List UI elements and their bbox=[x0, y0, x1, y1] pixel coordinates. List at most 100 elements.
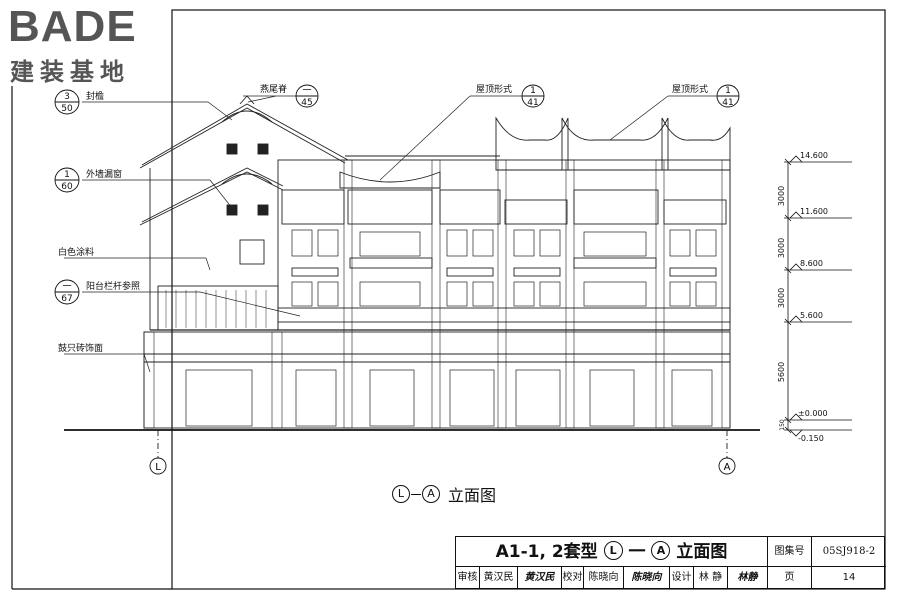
title-dash: 一 bbox=[628, 542, 646, 562]
axis-label-l: L bbox=[155, 462, 161, 473]
design-name: 林 静 bbox=[694, 567, 728, 589]
review-label: 审核 bbox=[456, 567, 480, 589]
caption-dash bbox=[411, 493, 421, 495]
lower-ridge bbox=[221, 173, 273, 185]
callout-roof1-num: 1 bbox=[530, 86, 536, 96]
callout-balcony-label: 阳台栏杆参照 bbox=[86, 280, 140, 292]
lattice-window bbox=[257, 204, 269, 216]
callout-ridge-num: 一 bbox=[302, 86, 311, 96]
review-name: 黄汉民 bbox=[480, 567, 518, 589]
signature-row: 审核 黄汉民 黄汉民 校对 陈晓向 陈晓向 设计 林 静 林静 页 14 bbox=[456, 567, 886, 589]
roof-band-1 bbox=[281, 189, 345, 225]
page-label: 页 bbox=[768, 567, 812, 589]
callout-lattice-den: 60 bbox=[61, 182, 73, 192]
dim-3000-low: 3000 bbox=[777, 288, 786, 308]
balcony-rail-3a bbox=[349, 257, 433, 269]
axis-bubble-a bbox=[718, 457, 736, 475]
callout-ridge-den: 45 bbox=[301, 98, 312, 108]
bade-logo-word: BADE bbox=[8, 2, 137, 51]
curved-roof-1 bbox=[339, 171, 441, 189]
floor2-windows bbox=[291, 281, 717, 307]
design-label: 设计 bbox=[670, 567, 694, 589]
check-signature: 陈晓向 bbox=[624, 567, 670, 589]
elev-neg0150: -0.150 bbox=[798, 434, 824, 443]
main-facade bbox=[277, 159, 731, 331]
lower-gable bbox=[139, 171, 284, 226]
dim-3000-top: 3000 bbox=[777, 186, 786, 206]
lattice-window bbox=[257, 143, 269, 155]
dim-150: 150 bbox=[779, 419, 786, 431]
elev-0000: ±0.000 bbox=[798, 409, 828, 418]
balcony-rail-3b bbox=[573, 257, 657, 269]
title-block-title: A1-1, 2套型 L 一 A 立面图 bbox=[456, 537, 768, 567]
roof-band-2 bbox=[347, 189, 433, 225]
atlas-number-value: 05SJ918-2 bbox=[812, 537, 886, 567]
axis-label-a: A bbox=[724, 462, 731, 473]
callout-roof2-label: 屋顶形式 bbox=[672, 83, 708, 95]
callout-balcony-num: 一 bbox=[62, 282, 71, 292]
check-name: 陈晓向 bbox=[584, 567, 624, 589]
ground-floor bbox=[143, 331, 731, 429]
leader-lines bbox=[64, 95, 720, 373]
upper-gable-eave bbox=[141, 103, 349, 166]
elevation-texts: 14.600 11.600 8.600 5.600 ±0.000 -0.150 … bbox=[777, 151, 828, 443]
title-prefix: A1-1, 2套型 bbox=[495, 542, 598, 562]
callout-roof1-label: 屋顶形式 bbox=[476, 83, 512, 95]
callout-lattice-num: 1 bbox=[64, 170, 70, 180]
dim-3000-mid: 3000 bbox=[777, 238, 786, 258]
review-signature: 黄汉民 bbox=[518, 567, 562, 589]
title-axis-from: L bbox=[603, 541, 623, 560]
roof-band-5 bbox=[573, 189, 659, 225]
upper-gable bbox=[139, 107, 346, 169]
curved-roof-4 bbox=[661, 117, 731, 171]
callout-eave-num: 3 bbox=[64, 92, 70, 102]
callout-roof1-den: 41 bbox=[527, 98, 538, 108]
small-window bbox=[239, 239, 265, 265]
dim-5600: 5600 bbox=[777, 362, 786, 382]
callout-brick-label: 鼓只砖饰面 bbox=[58, 342, 103, 354]
callout-eave-label: 封檐 bbox=[86, 90, 104, 102]
lower-gable-eave bbox=[141, 167, 284, 223]
roof-band-4 bbox=[504, 199, 568, 225]
title-suffix: 立面图 bbox=[676, 542, 728, 562]
title-axis-to: A bbox=[651, 541, 671, 560]
building-elevation bbox=[64, 95, 760, 458]
check-label: 校对 bbox=[562, 567, 584, 589]
roof-band-6 bbox=[663, 199, 727, 225]
sign-panel bbox=[513, 267, 561, 277]
brick-piers bbox=[143, 159, 731, 429]
design-signature: 林静 bbox=[728, 567, 768, 589]
curved-roof-2 bbox=[495, 116, 569, 171]
page-value: 14 bbox=[842, 572, 856, 583]
elev-11600: 11.600 bbox=[800, 207, 828, 216]
bade-logo-chinese: 建装基地 bbox=[10, 58, 130, 86]
callout-ridge-label: 燕尾脊 bbox=[260, 83, 287, 95]
sign-panel bbox=[669, 267, 717, 277]
callout-bubbles bbox=[54, 84, 740, 305]
lattice-window bbox=[226, 143, 238, 155]
elev-5600: 5.600 bbox=[800, 311, 823, 320]
balcony-balustrade bbox=[277, 307, 731, 323]
floor3-windows bbox=[291, 229, 717, 257]
sign-panel bbox=[291, 267, 339, 277]
dimension-chain bbox=[784, 155, 852, 437]
axis-bubble-l bbox=[149, 457, 167, 475]
callout-roof2-den: 41 bbox=[722, 98, 733, 108]
sheet-frame bbox=[171, 9, 886, 590]
callout-lattice-label: 外墙漏窗 bbox=[86, 168, 122, 180]
shop-doors bbox=[185, 369, 713, 427]
title-block: A1-1, 2套型 L 一 A 立面图 图集号 05SJ918-2 审核 黄汉民… bbox=[455, 536, 886, 589]
caption-text: 立面图 bbox=[448, 486, 497, 505]
callout-texts: 燕尾脊 一 45 封檐 3 50 屋顶形式 1 41 屋顶形式 1 41 外墙漏… bbox=[58, 83, 734, 354]
caption-axis-to: A bbox=[422, 485, 440, 503]
lattice-window bbox=[226, 204, 238, 216]
sign-panel bbox=[446, 267, 494, 277]
atlas-number-label: 图集号 bbox=[768, 537, 812, 567]
caption-axis-from: L bbox=[392, 485, 410, 503]
balustrade-bars bbox=[165, 290, 267, 328]
roof-band-3 bbox=[439, 189, 501, 225]
elev-8600: 8.600 bbox=[800, 259, 823, 268]
callout-paint-label: 白色涂料 bbox=[58, 246, 94, 258]
